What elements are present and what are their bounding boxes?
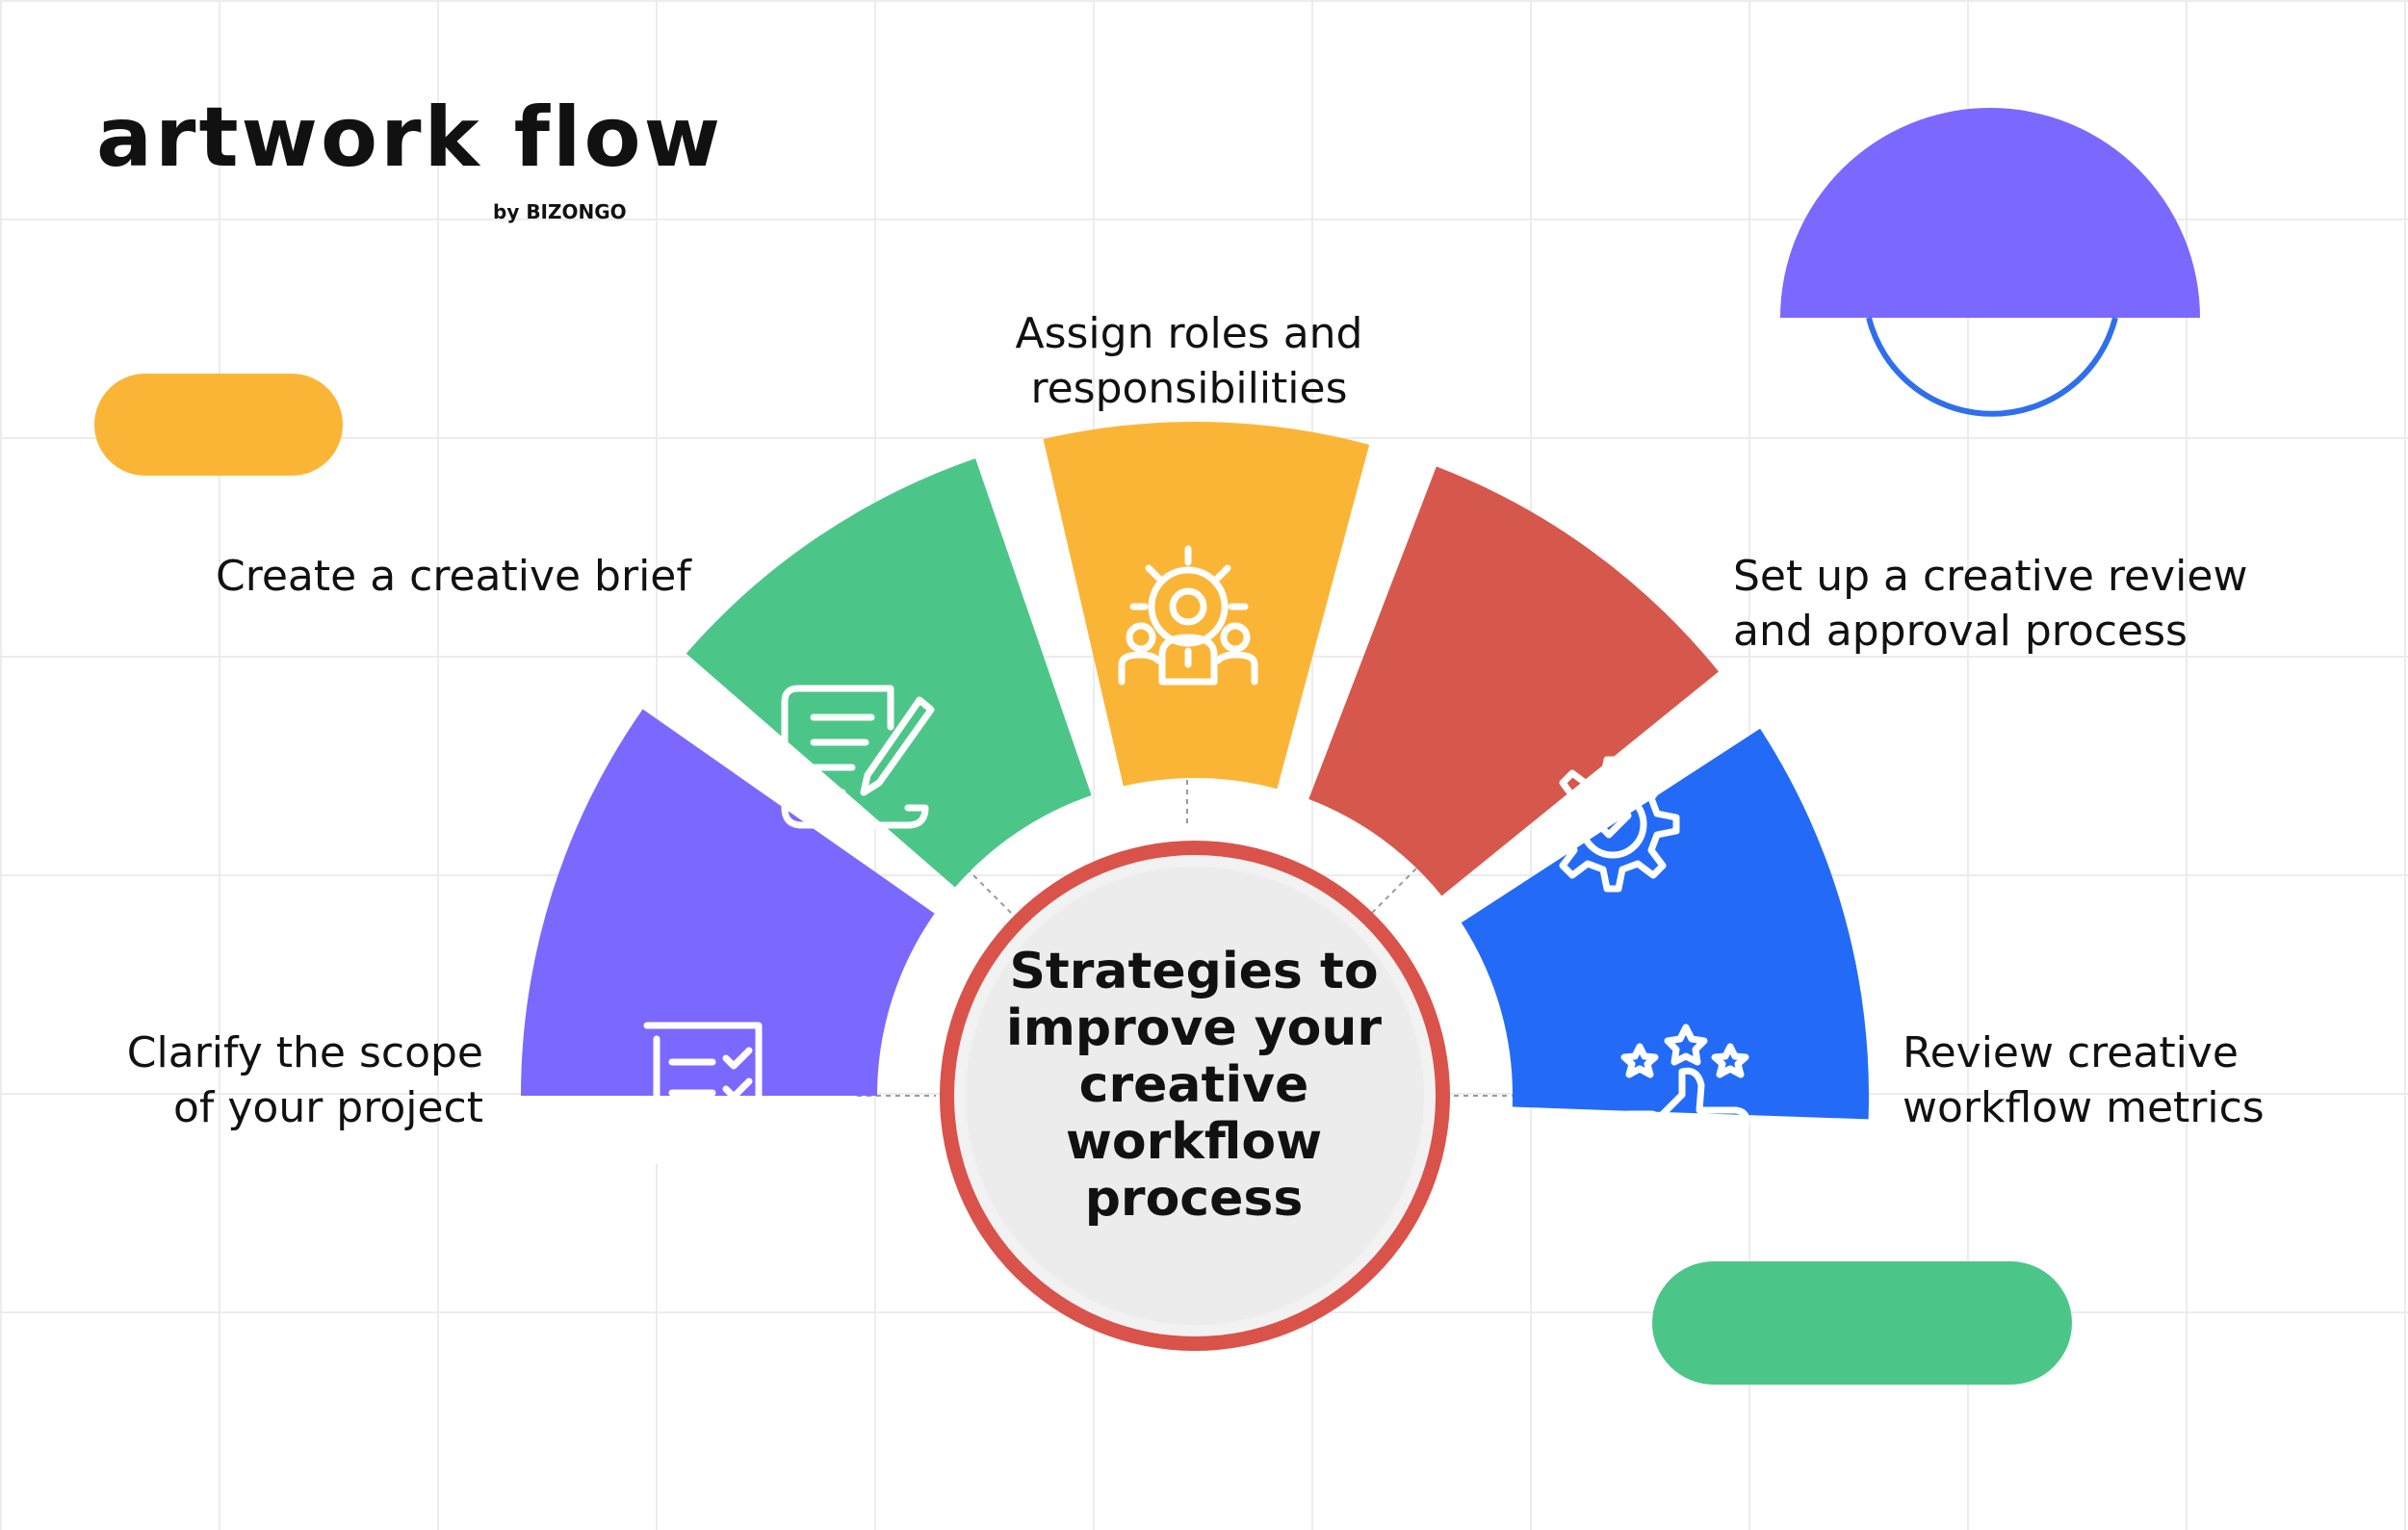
sector-creative-brief [686, 458, 1092, 888]
artwork-flow-logo: artwork flow [96, 96, 723, 179]
step-label-creative-brief: Create a creative brief [216, 552, 691, 601]
document-pen-icon [781, 685, 935, 829]
team-gear-icon [1118, 545, 1258, 686]
gear-check-icon [1545, 756, 1680, 893]
thumbs-up-stars-icon [1620, 1024, 1750, 1178]
green-pill-decor [1652, 1261, 2072, 1385]
logo-subtext: by BIZONGO [493, 200, 627, 223]
sector-workflow-metrics [1461, 728, 1870, 1120]
yellow-pill-decor [94, 374, 343, 476]
logo-text: artwork flow [96, 90, 724, 186]
center-disc [966, 867, 1424, 1325]
checklist-icon [643, 1022, 772, 1164]
sector-review-approval [1308, 466, 1720, 896]
sector-clarify-scope [521, 709, 935, 1096]
center-title: Strategies to improve your creative work… [1005, 943, 1383, 1228]
purple-dome-decor [1780, 108, 2200, 318]
blue-ring-decor [1866, 317, 2118, 417]
